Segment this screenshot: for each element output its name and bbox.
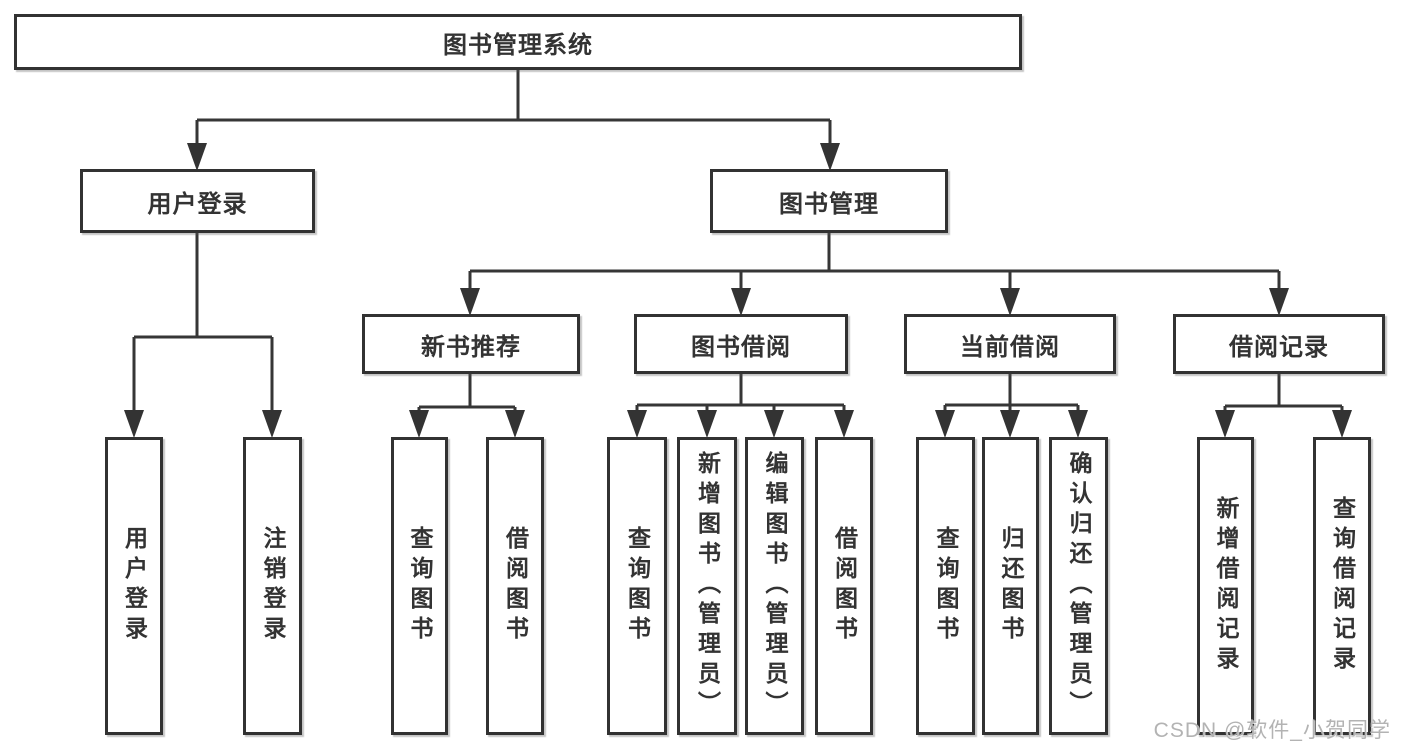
arrowhead-icon [1068, 410, 1088, 438]
connector-currentborrow-to-leaves [943, 374, 1080, 413]
arrowhead-icon [124, 410, 144, 438]
arrowhead-icon [1000, 288, 1020, 316]
arrowhead-icon [1215, 410, 1235, 438]
connector-bookmgmt-to-level3 [468, 233, 1281, 292]
node-user-login: 用户登录 [80, 169, 315, 233]
arrowhead-icon [1332, 410, 1352, 438]
leaf-add-borrow-record: 新增借阅记录 [1197, 437, 1254, 735]
connector-newbook-to-leaves [417, 374, 517, 413]
leaf-query-borrow-record: 查询借阅记录 [1313, 437, 1371, 735]
arrowhead-icon [505, 410, 525, 438]
leaf-confirm-return-admin: 确认归还（管理员） [1049, 437, 1108, 735]
leaf-borrow-books: 借阅图书 [815, 437, 873, 735]
node-current-borrowing: 当前借阅 [904, 314, 1116, 374]
leaf-query-books-borrow: 查询图书 [607, 437, 667, 735]
arrowhead-icon [697, 410, 717, 438]
connector-records-to-leaves [1223, 374, 1344, 413]
leaf-return-books: 归还图书 [982, 437, 1039, 735]
arrowhead-icon [627, 410, 647, 438]
leaf-user-login: 用户登录 [105, 437, 163, 735]
connector-root-to-level2 [195, 70, 832, 146]
node-library-management-system: 图书管理系统 [14, 14, 1022, 70]
node-borrowing-records: 借阅记录 [1173, 314, 1385, 374]
arrowhead-icon [820, 143, 840, 171]
arrowhead-icon [935, 410, 955, 438]
leaf-logout: 注销登录 [243, 437, 302, 735]
arrowhead-icon [834, 410, 854, 438]
connector-userlogin-to-leaves [132, 233, 274, 413]
node-book-borrowing: 图书借阅 [634, 314, 848, 374]
node-new-book-recommendation: 新书推荐 [362, 314, 580, 374]
arrowhead-icon [1269, 288, 1289, 316]
arrowhead-icon [262, 410, 282, 438]
leaf-add-books-admin: 新增图书（管理员） [677, 437, 737, 735]
leaf-query-books-recommend: 查询图书 [391, 437, 448, 735]
arrowhead-icon [764, 410, 784, 438]
csdn-watermark: CSDN @软件_小贺同学 [1153, 719, 1391, 742]
arrowhead-icon [409, 410, 429, 438]
arrowhead-icon [1000, 410, 1020, 438]
leaf-query-books-current: 查询图书 [916, 437, 975, 735]
connector-bookborrow-to-leaves [635, 374, 846, 413]
leaf-borrow-books-recommend: 借阅图书 [486, 437, 544, 735]
node-book-management: 图书管理 [710, 169, 948, 233]
leaf-edit-books-admin: 编辑图书（管理员） [745, 437, 804, 735]
arrowhead-icon [460, 288, 480, 316]
arrowhead-icon [187, 143, 207, 171]
arrowhead-icon [731, 288, 751, 316]
